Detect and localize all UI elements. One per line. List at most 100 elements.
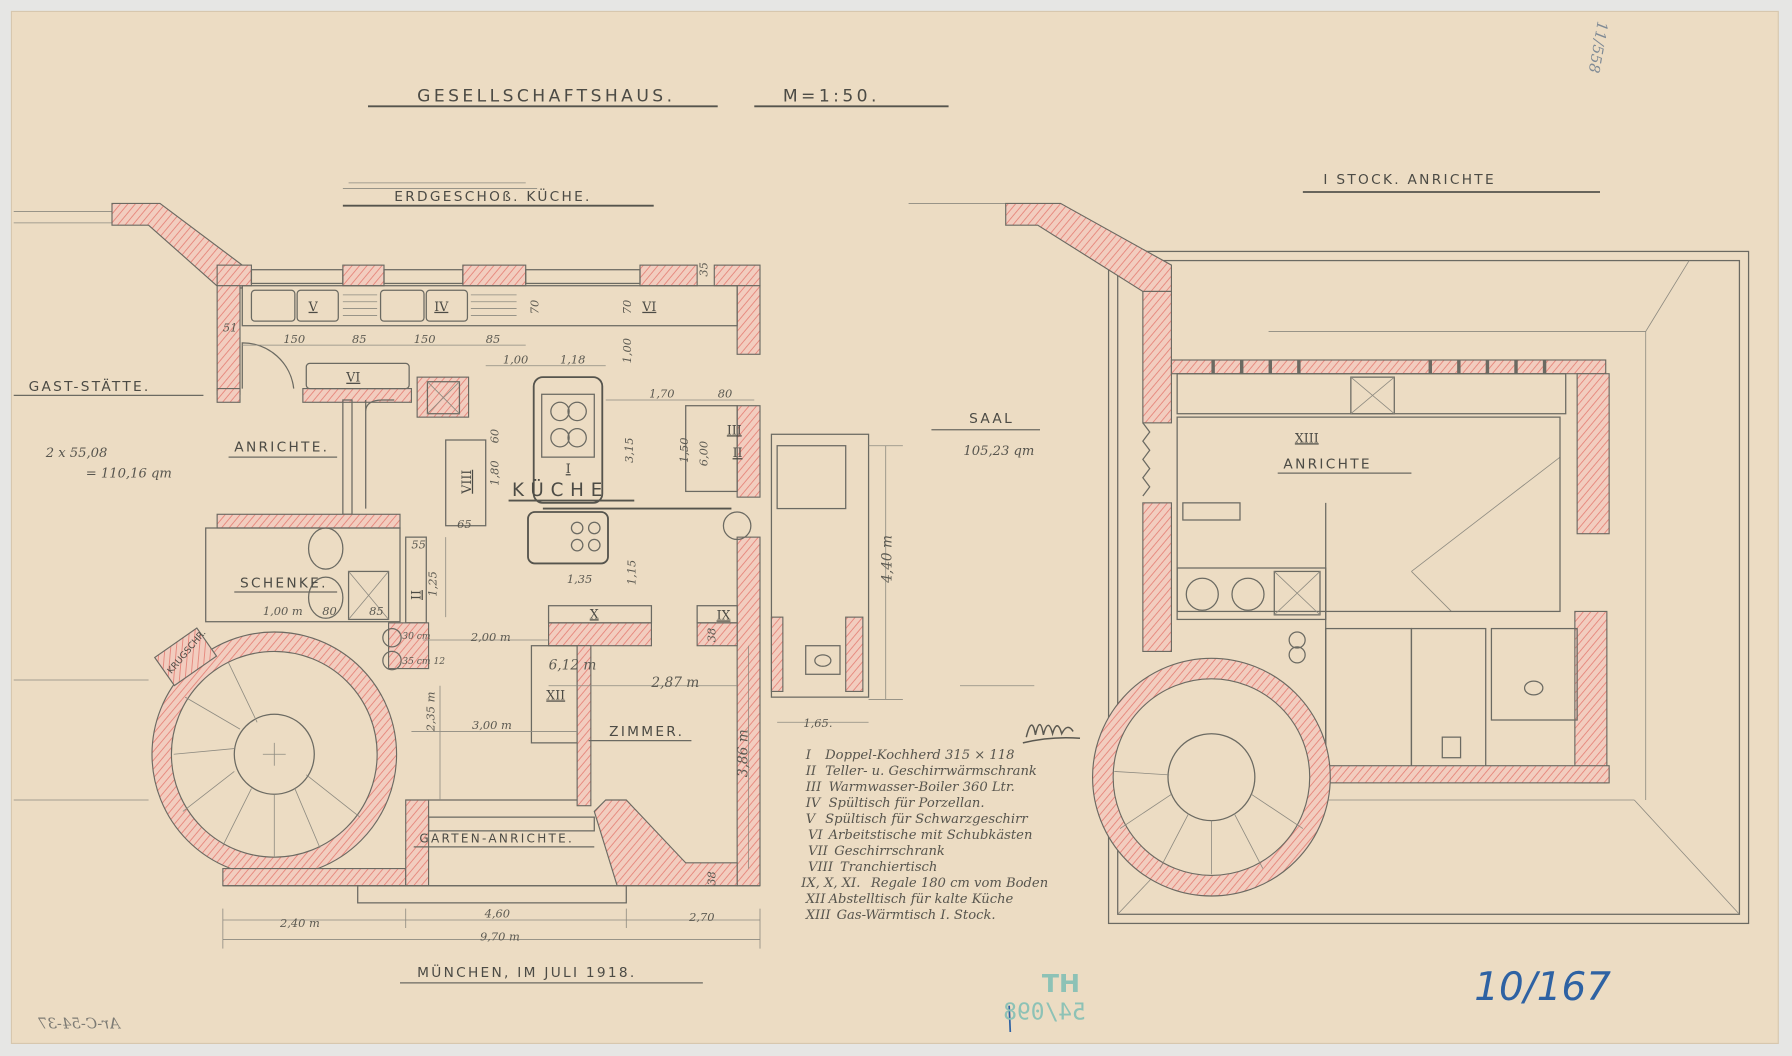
legend-numeral: I — [805, 748, 812, 763]
dimension-label: 65 — [457, 517, 472, 531]
legend-numeral: VI — [808, 828, 823, 843]
legend-item: IX, X, XI.Regale 180 cm vom Boden — [800, 876, 1048, 891]
equipment-mark: XII — [546, 687, 565, 702]
stamp-number: 54/098 — [1003, 999, 1086, 1025]
equipment-mark: VI — [345, 370, 360, 385]
legend-text: Abstelltisch für kalte Küche — [828, 892, 1014, 907]
equipment-mark: X — [590, 606, 599, 621]
left-plan-heading: ERDGESCHOß. KÜCHE. — [394, 187, 591, 205]
dimension-label: 150 — [414, 332, 436, 346]
room-label-schenke: SCHENKE. — [240, 575, 328, 591]
gaststaette-label-group: GAST-STÄTTE. 2 x 55,08 = 110,16 qm — [13, 211, 204, 801]
gaststaette-area-calc: 2 x 55,08 — [45, 446, 108, 461]
dimension-label: 2,40 m — [279, 916, 320, 930]
equipment-mark: V — [308, 299, 319, 314]
left-plan-title: ERDGESCHOß. KÜCHE. — [342, 182, 654, 207]
saal-label: SAAL — [969, 411, 1014, 427]
dimension-label: 1,15 — [624, 560, 638, 585]
ground-floor-kitchen-plan: ANRICHTE. KÜCHE SCHENKE. ZIMMER. GARTEN-… — [111, 202, 903, 949]
archive-number: 10/167 — [1474, 965, 1611, 1010]
dimension-label: 35 — [696, 262, 710, 277]
room-label-anrichte-first-floor: ANRICHTE — [1283, 457, 1371, 473]
room-label-zimmer: ZIMMER. — [609, 724, 684, 740]
dimension-label: 80 — [322, 604, 337, 618]
dimension-label: 1,50 — [677, 437, 691, 462]
legend-item: VIII Tranchiertisch — [808, 860, 937, 875]
dimension-label: 1,00 — [503, 352, 528, 366]
dimension-label: 9,70 m — [480, 930, 520, 944]
equipment-mark: II — [409, 590, 424, 600]
dimension-label: 1,00 m — [263, 604, 303, 618]
dimension-label: 2,00 m — [470, 630, 511, 644]
saal-area: 105,23 qm — [963, 444, 1034, 459]
dimension-label: 2,87 m — [650, 675, 699, 691]
legend-numeral: XII — [805, 892, 827, 907]
dimension-label: 60 — [487, 429, 501, 444]
dimension-label: 55 — [411, 538, 426, 552]
equipment-mark: IV — [434, 299, 449, 314]
dimension-label: 150 — [283, 332, 305, 346]
legend-text: Warmwasser-Boiler 360 Ltr. — [829, 780, 1015, 795]
dimension-label: 6,12 m — [549, 658, 597, 674]
right-plan-title: I STOCK. ANRICHTE — [1302, 172, 1600, 193]
dimension-label: 35 cm 12 — [402, 657, 445, 667]
dimension-label: 38 — [704, 628, 718, 643]
equipment-mark: III — [727, 422, 742, 437]
legend-text: Gas-Wärmtisch I. Stock. — [837, 908, 996, 923]
legend-text: Doppel-Kochherd 315 × 118 — [824, 748, 1014, 763]
signature — [1022, 723, 1081, 744]
dimension-label: 1,70 — [649, 387, 674, 401]
catalog-number: Ar-C-54-37 — [37, 1015, 122, 1033]
dimension-label: 2,35 m — [423, 691, 437, 732]
dimension-label: 1,25 — [426, 571, 440, 596]
sheet-scale: M=1:50. — [783, 87, 880, 107]
room-label-garten-anrichte: GARTEN-ANRICHTE. — [419, 831, 574, 845]
saal-label-group: SAAL 105,23 qm — [908, 203, 1040, 687]
place-date: MÜNCHEN, IM JULI 1918. — [417, 963, 636, 981]
dimension-label: 4,60 — [484, 907, 510, 921]
legend-numeral: VIII — [808, 860, 834, 875]
gaststaette-area-total: = 110,16 qm — [86, 467, 172, 482]
legend-numeral: V — [806, 812, 817, 827]
dimension-label: 1,65. — [803, 716, 832, 730]
legend-numeral: II — [805, 764, 817, 779]
sheet-title: GESELLSCHAFTSHAUS. — [417, 87, 675, 107]
dimension-label: 70 — [527, 300, 541, 315]
equipment-mark: I — [566, 461, 571, 476]
legend-item: I Doppel-Kochherd 315 × 118 — [805, 748, 1015, 763]
dimension-label: 51 — [223, 320, 238, 334]
dimension-label: 1,80 — [487, 460, 501, 485]
dimension-label: 1,18 — [560, 352, 585, 366]
room-label-kueche: KÜCHE — [512, 479, 609, 501]
dimension-label: 1,00 — [620, 338, 634, 363]
legend-numeral: VII — [808, 844, 829, 859]
dimension-label: 80 — [718, 387, 733, 401]
stamp-letters: HT — [1042, 969, 1080, 998]
dimension-label: 4,40 m — [879, 535, 895, 584]
dimension-label: 3,00 m — [472, 718, 512, 732]
equipment-legend: I Doppel-Kochherd 315 × 118 II Teller- u. … — [800, 748, 1048, 923]
legend-numeral: IX, X, XI. — [800, 876, 860, 891]
room-label-anrichte: ANRICHTE. — [234, 439, 329, 455]
legend-text: Spültisch für Schwarzgeschirr — [825, 812, 1028, 827]
legend-item: V Spültisch für Schwarzgeschirr — [806, 812, 1029, 827]
legend-text: Tranchiertisch — [840, 860, 937, 875]
equipment-mark: VIII — [459, 470, 474, 495]
equipment-mark: XIII — [1295, 430, 1319, 445]
legend-numeral: XIII — [805, 908, 832, 923]
dimension-label: 70 — [620, 300, 634, 315]
dimension-label: 85 — [352, 332, 367, 346]
dimension-label: 3,15 — [622, 437, 636, 462]
dimension-label: 30 cm — [402, 632, 431, 642]
dimension-label: 3,86 m — [735, 729, 751, 777]
dimension-label: 85 — [486, 332, 501, 346]
legend-item: II Teller- u. Geschirrwärmschrank — [805, 764, 1037, 779]
legend-text: Teller- u. Geschirrwärmschrank — [825, 764, 1037, 779]
dimension-label: 1,35 — [567, 572, 592, 586]
